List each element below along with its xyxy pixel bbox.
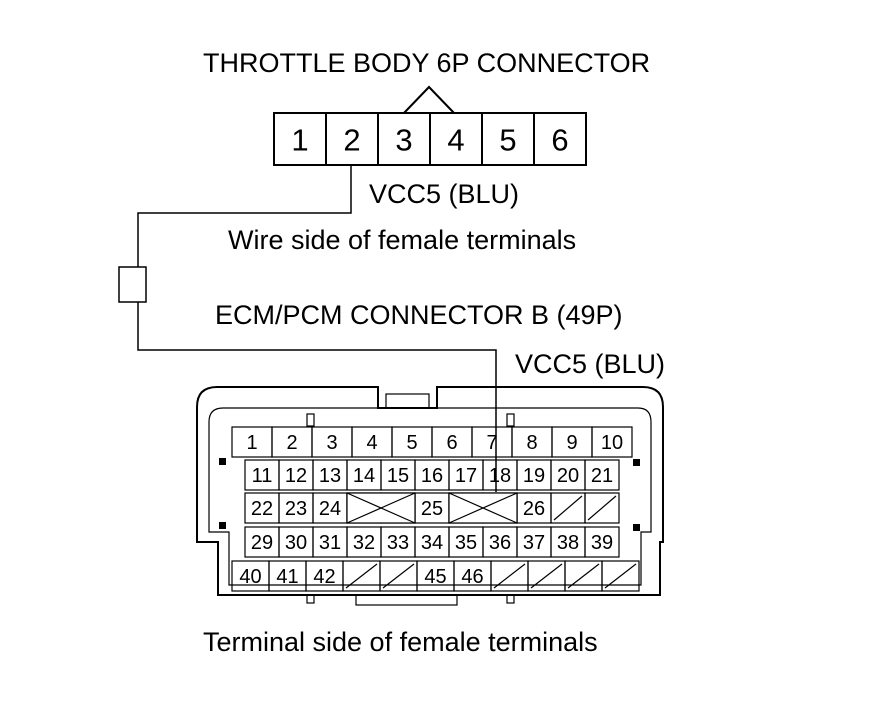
ecm-pin-46: 46 xyxy=(461,566,483,588)
ecm-pin-30: 30 xyxy=(285,532,307,554)
ecm-pin-5: 5 xyxy=(406,432,417,454)
ecm-pin-39: 39 xyxy=(591,532,613,554)
ecm-connector-title: ECM/PCM CONNECTOR B (49P) xyxy=(215,300,623,330)
unused-cavity-mark xyxy=(493,563,526,589)
ecm-cell xyxy=(584,459,620,491)
ecm-pin-21: 21 xyxy=(591,465,613,487)
ecm-pin-34: 34 xyxy=(421,532,443,554)
ecm-mark-right-upper xyxy=(633,459,640,466)
ecm-pin-20: 20 xyxy=(557,465,579,487)
ecm-cell xyxy=(584,526,620,558)
ecm-pin-13: 13 xyxy=(319,465,341,487)
ecm-key-right xyxy=(506,413,515,427)
ecm-pin-40: 40 xyxy=(239,566,261,588)
ecm-pin-14: 14 xyxy=(353,465,375,487)
ecm-pin-4: 4 xyxy=(366,432,377,454)
ecm-cell xyxy=(591,426,633,458)
ecm-foot-left xyxy=(306,594,315,604)
ecm-pin-35: 35 xyxy=(455,532,477,554)
ecm-pin-42: 42 xyxy=(313,566,335,588)
ecm-pin-24: 24 xyxy=(319,498,341,520)
ecm-key-left xyxy=(306,413,315,427)
throttle-pin-4: 4 xyxy=(447,123,464,158)
ecm-pin-36: 36 xyxy=(489,532,511,554)
ecm-pin-7: 7 xyxy=(486,432,497,454)
ecm-pin-15: 15 xyxy=(387,465,409,487)
ecm-pin-12: 12 xyxy=(285,465,307,487)
ecm-pin-6: 6 xyxy=(446,432,457,454)
ecm-connector-outer-housing xyxy=(196,386,664,596)
ecm-pin-38: 38 xyxy=(557,532,579,554)
ecm-cell xyxy=(584,492,620,524)
unused-cavity-mark xyxy=(553,495,583,521)
throttle-connector-title: THROTTLE BODY 6P CONNECTOR xyxy=(203,48,650,78)
ecm-wire-label: VCC5 (BLU) xyxy=(515,349,665,379)
throttle-wire-label: VCC5 (BLU) xyxy=(369,179,519,209)
ecm-mark-left-upper xyxy=(219,458,226,465)
ecm-pin-22: 22 xyxy=(251,498,273,520)
unused-cavity-mark xyxy=(604,563,637,589)
unused-cavity-mark xyxy=(382,563,415,589)
ecm-pin-16: 16 xyxy=(421,465,443,487)
ecm-pin-11: 11 xyxy=(252,465,273,487)
throttle-pin-2: 2 xyxy=(343,123,360,158)
unused-cavity-mark xyxy=(345,563,378,589)
ecm-pin-32: 32 xyxy=(353,532,375,554)
ecm-pin-25: 25 xyxy=(421,498,443,520)
vcc5-wire-upper xyxy=(137,165,352,267)
ecm-lock-tab xyxy=(385,393,430,409)
connector-lock-tab xyxy=(403,85,455,114)
ecm-cell xyxy=(601,560,640,592)
ecm-pin-3: 3 xyxy=(326,432,337,454)
ecm-foot-right xyxy=(506,594,515,604)
throttle-view-label: Wire side of female terminals xyxy=(228,225,576,255)
ecm-pin-2: 2 xyxy=(286,432,297,454)
throttle-pin-6: 6 xyxy=(551,123,568,158)
ecm-mark-left-lower xyxy=(219,522,226,529)
unused-cavity-x xyxy=(448,492,518,524)
ecm-bottom-rib xyxy=(355,594,458,606)
unused-cavity-mark xyxy=(567,563,600,589)
inline-connector-symbol xyxy=(118,266,147,303)
ecm-pin-10: 10 xyxy=(601,432,623,454)
ecm-view-label: Terminal side of female terminals xyxy=(203,627,598,657)
ecm-pin-41: 41 xyxy=(276,566,298,588)
throttle-pin-5: 5 xyxy=(499,123,516,158)
ecm-pin-45: 45 xyxy=(424,566,446,588)
ecm-pin-31: 31 xyxy=(319,532,341,554)
vcc5-wire-lower xyxy=(137,302,497,492)
ecm-pin-37: 37 xyxy=(523,532,545,554)
ecm-pin-9: 9 xyxy=(566,432,577,454)
ecm-pin-23: 23 xyxy=(285,498,307,520)
throttle-pin-1: 1 xyxy=(291,123,308,158)
ecm-mark-right-lower xyxy=(633,524,640,531)
unused-cavity-mark xyxy=(530,563,563,589)
ecm-pin-33: 33 xyxy=(387,532,409,554)
ecm-pin-1: 1 xyxy=(246,432,257,454)
ecm-pin-29: 29 xyxy=(251,532,273,554)
unused-cavity-mark xyxy=(587,495,617,521)
ecm-pin-18: 18 xyxy=(489,465,511,487)
unused-cavity-x xyxy=(346,492,416,524)
ecm-pin-26: 26 xyxy=(523,498,545,520)
ecm-pin-19: 19 xyxy=(523,465,545,487)
ecm-connector-inner-housing xyxy=(208,407,652,586)
ecm-pin-8: 8 xyxy=(526,432,537,454)
ecm-pin-17: 17 xyxy=(455,465,477,487)
throttle-pin-3: 3 xyxy=(395,123,412,158)
